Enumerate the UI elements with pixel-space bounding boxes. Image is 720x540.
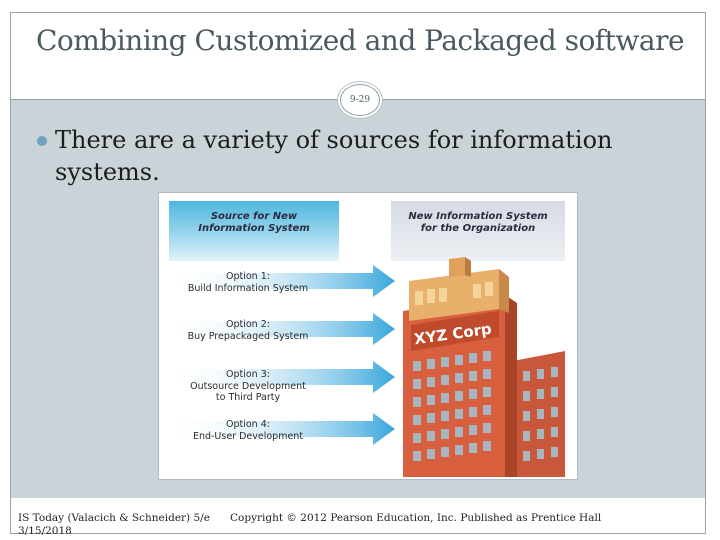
slide-title: Combining Customized and Packaged softwa… <box>35 24 685 57</box>
arrow-icon-option-1 <box>165 265 395 297</box>
source-header-line-2: Information System <box>198 223 310 234</box>
source-header-line-1: Source for New <box>210 211 298 222</box>
bullet-line-2: systems. <box>55 158 160 186</box>
bullet-icon <box>37 136 47 146</box>
option-1: Option 1: Build Information System <box>187 271 309 294</box>
arrow-icon-option-2 <box>165 313 395 345</box>
footer-course: IS Today (Valacich & Schneider) 5/e <box>18 512 210 524</box>
arrow-icon-option-3 <box>165 361 395 393</box>
source-header: Source for New Information System <box>169 201 339 261</box>
option-3: Option 3: Outsource Development to Third… <box>190 369 306 403</box>
slide-number-badge: 9-29 <box>340 84 380 116</box>
footer-left: IS Today (Valacich & Schneider) 5/e 3/15… <box>18 512 210 538</box>
dest-header-line-2: for the Organization <box>420 223 536 234</box>
arrow-icon-option-4 <box>165 413 395 445</box>
footer-date: 3/15/2018 <box>18 525 72 537</box>
sources-figure: Source for New Information System New In… <box>158 192 578 480</box>
bullet-line-1: There are a variety of sources for infor… <box>55 126 613 154</box>
building-icon: XYZ Corp <box>403 257 565 477</box>
option-2: Option 2: Buy Prepackaged System <box>187 319 309 342</box>
destination-header: New Information System for the Organizat… <box>391 201 565 261</box>
option-4: Option 4: End-User Development <box>192 419 304 442</box>
slide-frame <box>10 12 706 534</box>
dest-header-line-1: New Information System <box>408 211 548 222</box>
bullet-text: There are a variety of sources for infor… <box>55 124 615 188</box>
footer-copyright: Copyright © 2012 Pearson Education, Inc.… <box>230 512 602 524</box>
